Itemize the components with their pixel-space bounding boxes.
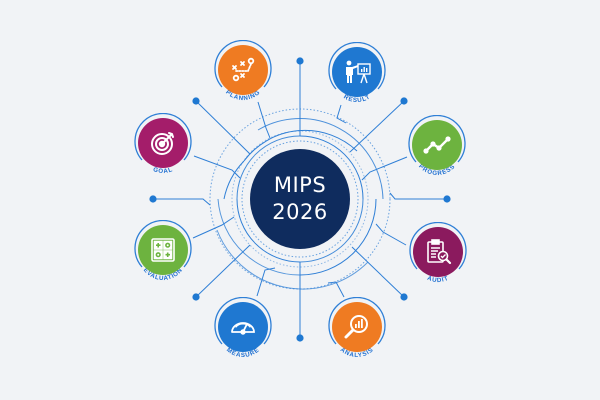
svg-text:AUDIT: AUDIT: [426, 275, 450, 284]
endpoint-dots: [149, 57, 451, 342]
node-analysis[interactable]: ANALYSIS: [327, 297, 387, 359]
node-measure[interactable]: MEASURE: [213, 297, 273, 359]
node-label: RESULT: [342, 93, 371, 104]
center-title: MIPS: [273, 173, 327, 197]
chart-magnifier-icon: [344, 315, 368, 339]
node-planning[interactable]: PLANNING: [213, 40, 273, 102]
node-result[interactable]: RESULT: [327, 42, 387, 104]
svg-text:RESULT: RESULT: [342, 93, 372, 104]
clipboard-magnifier-icon: [427, 239, 452, 265]
svg-text:GOAL: GOAL: [152, 166, 174, 175]
node-goal[interactable]: GOAL: [133, 113, 193, 175]
calculator-icon: [151, 238, 175, 262]
strategy-play-icon: [232, 57, 255, 82]
node-label: GOAL: [152, 166, 173, 175]
center-badge: MIPS 2026: [250, 149, 350, 249]
center-year: 2026: [272, 200, 328, 224]
speedometer-icon: [231, 322, 255, 335]
presentation-icon: [346, 60, 371, 84]
node-evaluation[interactable]: EVALUATION: [133, 220, 193, 282]
trend-line-icon: [423, 136, 451, 154]
target-icon: [151, 132, 174, 155]
node-label: AUDIT: [426, 275, 449, 284]
node-progress[interactable]: PROGRESS: [407, 115, 467, 177]
node-audit[interactable]: AUDIT: [408, 222, 468, 284]
